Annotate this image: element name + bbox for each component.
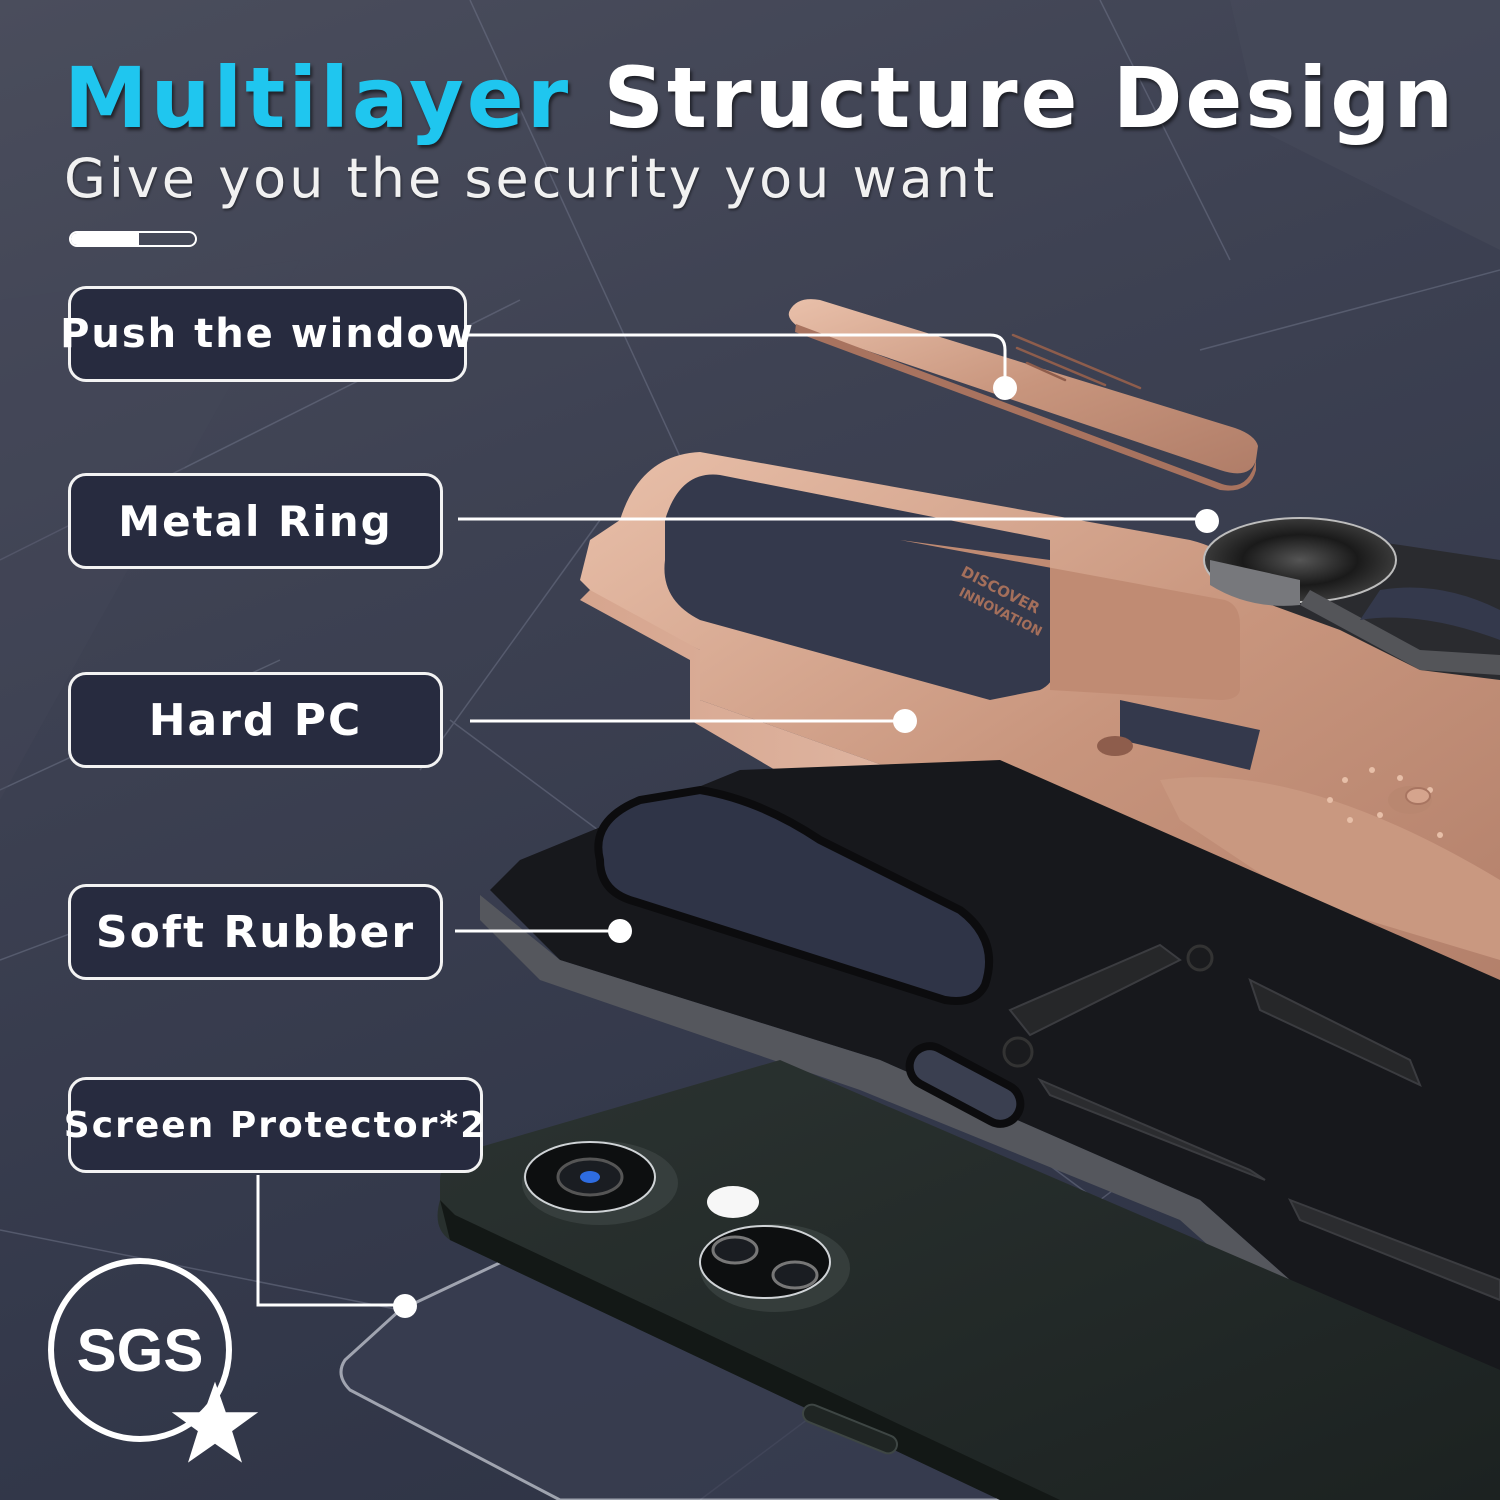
title-rest: Structure Design <box>603 49 1457 147</box>
sgs-text: SGS <box>76 1316 204 1384</box>
leader-lines <box>256 333 1207 1307</box>
slide-window-part <box>788 299 1258 491</box>
layer-label-soft-rubber: Soft Rubber <box>68 884 443 980</box>
page-title: Multilayer Structure Design <box>64 50 1456 146</box>
metal-ring-part <box>1203 517 1500 680</box>
leader-dots <box>393 376 1219 1318</box>
soft-rubber-bumper <box>480 760 1500 1440</box>
layer-label-hard-pc: Hard PC <box>68 672 443 768</box>
page-subtitle: Give you the security you want <box>64 147 998 210</box>
phone-body <box>437 1060 1500 1500</box>
sgs-badge: SGS <box>48 1258 232 1442</box>
progress-indicator <box>69 231 197 247</box>
layer-label-push-window: Push the window <box>60 286 473 382</box>
star-icon <box>171 1381 259 1463</box>
layer-label-screen-protector: Screen Protector*2 <box>64 1077 485 1173</box>
title-accent: Multilayer <box>64 49 572 147</box>
layer-label-metal-ring: Metal Ring <box>68 473 443 569</box>
progress-fill <box>71 233 139 245</box>
